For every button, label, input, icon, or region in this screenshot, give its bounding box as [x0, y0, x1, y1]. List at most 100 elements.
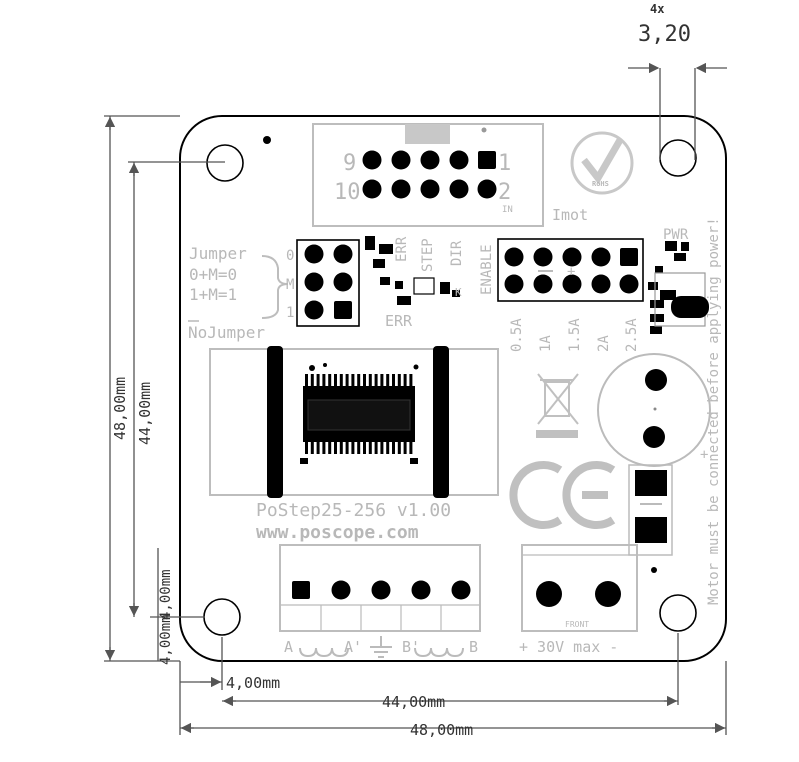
ic-pins [300, 374, 418, 464]
power-terminal-outline [521, 544, 638, 632]
idc-pin [478, 151, 496, 169]
diode-outline [628, 464, 673, 556]
idc-pin [362, 150, 382, 170]
board-url: www.poscope.com [256, 522, 419, 543]
jumper-mode1: 1+M=1 [189, 285, 237, 304]
mounting-hole-bottom-right [659, 594, 697, 632]
ic-lead [392, 442, 395, 454]
ic-lead [316, 374, 320, 386]
motor-terminal-label: B [469, 638, 478, 656]
jumper-pin [334, 301, 352, 319]
ic-lead [409, 442, 413, 454]
header-pin2-label: 2 [498, 180, 511, 205]
idc-key-notch [405, 124, 450, 144]
hole-count-label: 4x [650, 2, 664, 16]
capacitor-right [433, 346, 449, 498]
led-err-vertical: ERR [394, 236, 410, 262]
power-pin-plus [536, 581, 562, 607]
jumper-tick1: 1 [286, 305, 294, 321]
ic-lead [310, 442, 314, 454]
rohs-logo: RoHS [570, 131, 634, 195]
ic-lead [339, 374, 343, 386]
idc-pin [477, 179, 497, 199]
jumper-pin [304, 272, 324, 292]
ic-lead [334, 374, 337, 386]
motor-pin [331, 580, 351, 600]
motor-pin [411, 580, 431, 600]
imot-pin [620, 248, 638, 266]
transistor-body [671, 296, 709, 318]
imot-current-label: 0.5A [509, 318, 525, 352]
ic-lead [363, 374, 366, 386]
imot-pin [533, 274, 553, 294]
imot-pin [533, 247, 553, 267]
jumper-pin [304, 300, 324, 320]
pwr-led [648, 241, 689, 334]
imot-current-label: 1A [538, 335, 554, 352]
pwr-label: PWR [663, 227, 689, 243]
ic-lead [386, 442, 390, 454]
ic-lead [357, 442, 361, 454]
imot-pin [619, 274, 639, 294]
rohs-text: RoHS [592, 180, 609, 188]
ic-lead [339, 442, 343, 454]
ic-lead [351, 442, 355, 454]
jumper-pin [333, 272, 353, 292]
board-width-label: 48,00mm [410, 721, 473, 739]
hole-pitch-horizontal-label: 44,00mm [382, 693, 445, 711]
jumper-mode0: 0+M=0 [189, 265, 237, 284]
jumper-pins [304, 244, 353, 320]
ic-lead [403, 442, 407, 454]
imot-pin [591, 247, 611, 267]
hole-offset-bottom-label: 4,00mm [158, 614, 174, 665]
ic-lead [380, 374, 384, 386]
header-pin9-label: 9 [343, 151, 356, 176]
ic-lead [397, 442, 401, 454]
coil-symbols [299, 647, 464, 658]
driver-ic-thermal [307, 399, 411, 431]
idc-pin [449, 179, 469, 199]
pin1-marker [481, 127, 487, 133]
jumper-bracket [261, 255, 289, 319]
header-pin1-label: 1 [498, 151, 511, 176]
imot-pin [504, 274, 524, 294]
jumper-title: Jumper [189, 244, 247, 263]
nojumper-label: NoJumper [188, 323, 265, 342]
imot-pin [562, 274, 582, 294]
header-in-label: IN [502, 205, 513, 215]
ic-lead [316, 442, 320, 454]
idc-pin [391, 150, 411, 170]
ic-lead [380, 442, 384, 454]
ic-lead [351, 374, 355, 386]
led-err-label: ERR [385, 312, 413, 330]
motor-terminal-outline [279, 544, 481, 632]
ic-lead [368, 442, 372, 454]
header-pin10-label: 10 [334, 180, 361, 205]
ic-lead [328, 442, 332, 454]
mounting-hole-top-left [206, 144, 244, 182]
imot-current-label: 2.5A [624, 318, 640, 352]
fiducial-dot [263, 136, 271, 144]
ground-symbol [370, 636, 392, 658]
warning-text: Motor must be connected before applying … [706, 217, 722, 605]
idc-pin [420, 179, 440, 199]
power-voltage-label: + 30V max - [519, 638, 618, 656]
imot-header-outline [497, 238, 644, 302]
motor-pin [451, 580, 471, 600]
ce-mark [509, 461, 616, 529]
hole-pitch-vertical-label: 44,00mm [136, 382, 154, 445]
svg-text:+: + [700, 447, 708, 463]
ic-lead [363, 442, 366, 454]
imot-pin [562, 247, 582, 267]
ic-lead [345, 374, 349, 386]
motor-terminal-pins [292, 580, 471, 600]
imot-title: Imot [552, 206, 588, 224]
board-outline [179, 115, 727, 662]
ic-lead [409, 374, 413, 386]
imot-pin [591, 274, 611, 294]
ic-lead [386, 374, 390, 386]
jumper-pin [304, 244, 324, 264]
ic-lead [392, 374, 395, 386]
smd-components [365, 236, 460, 305]
